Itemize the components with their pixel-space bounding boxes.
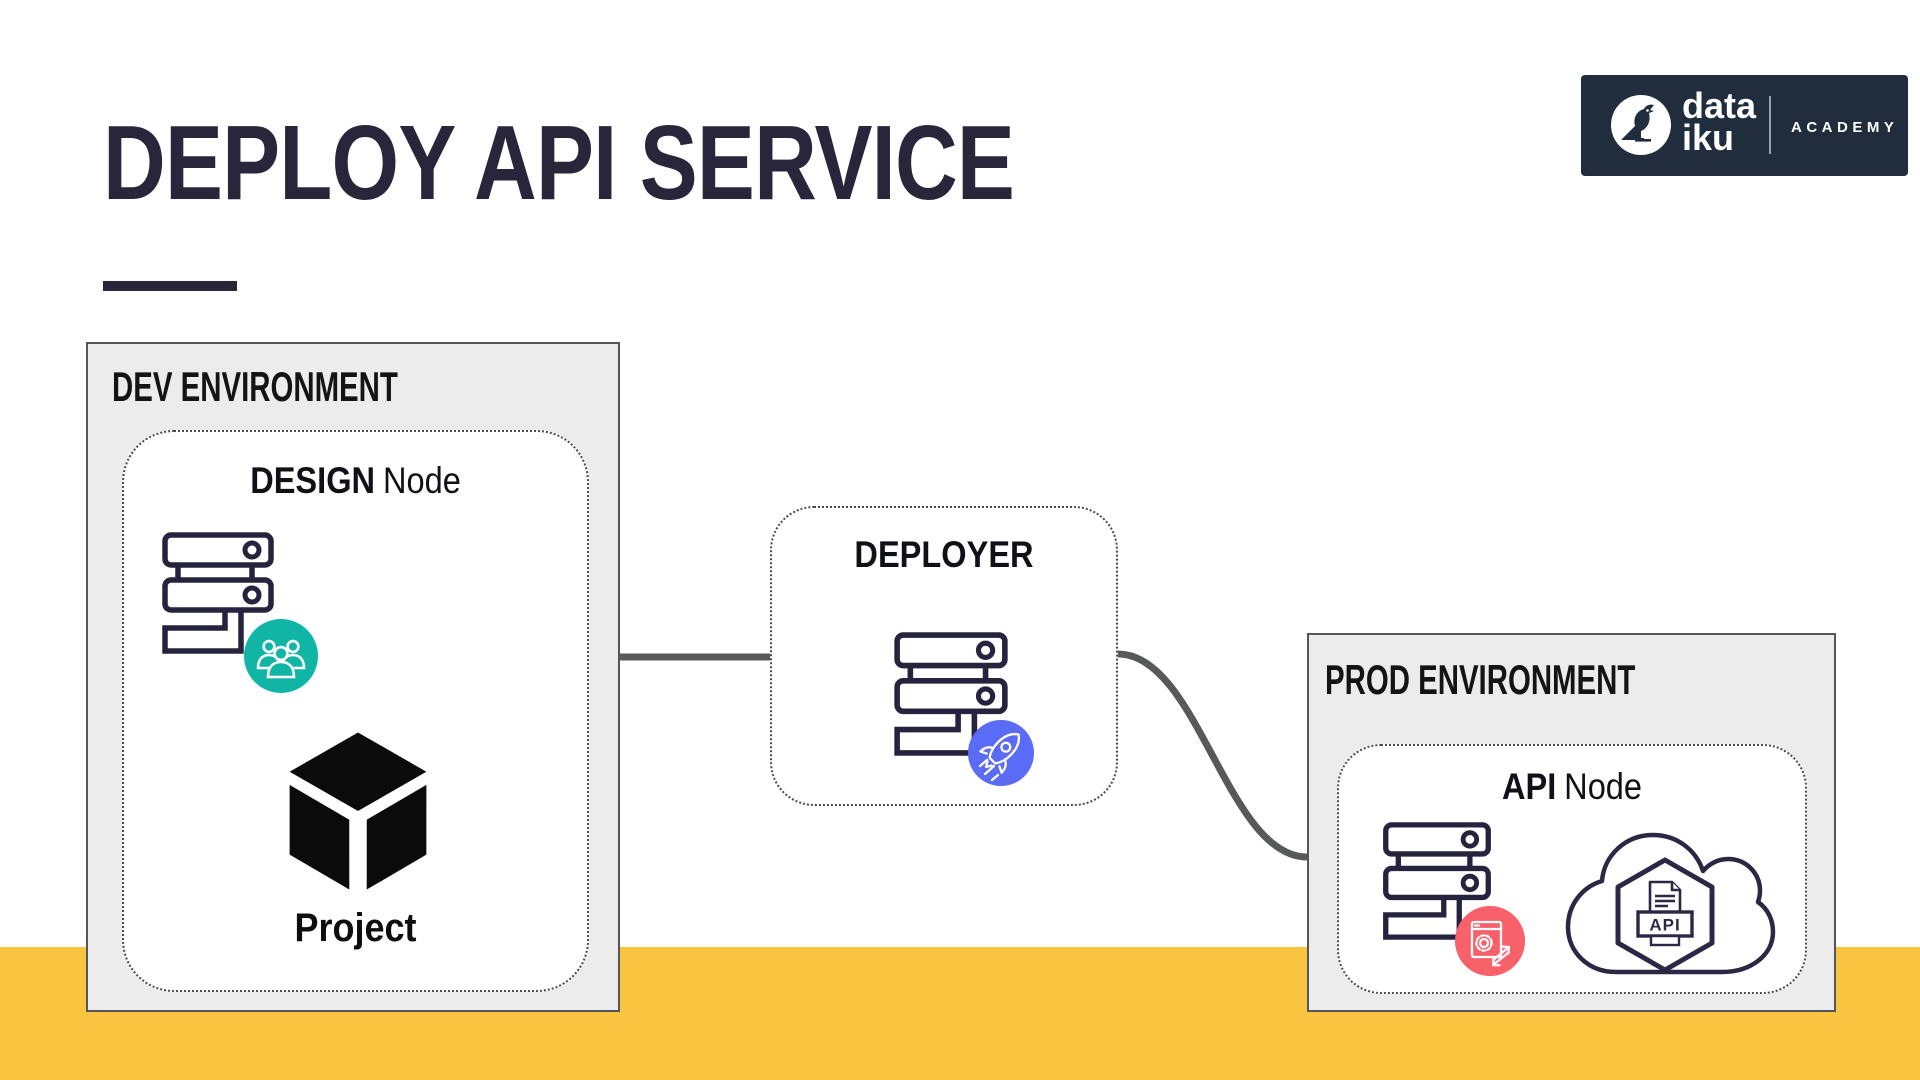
project-label: Project (294, 906, 417, 950)
design-node-title-bold: DESIGN (250, 460, 376, 501)
cloud-api-document-icon: API (1565, 832, 1776, 975)
logo-divider (1769, 96, 1771, 154)
logo-brand-line1: data (1682, 85, 1757, 126)
dataiku-bird-icon (1611, 95, 1671, 155)
page-title: DEPLOY API SERVICE (103, 104, 1015, 222)
api-node-title-bold: API (1501, 766, 1557, 807)
logo-academy-label: ACADEMY (1791, 119, 1899, 136)
title-underline (103, 281, 237, 291)
logo-brand-line2: iku (1682, 117, 1735, 158)
cloud-api-label: API (1649, 916, 1680, 935)
server-icon (162, 532, 274, 654)
app-sync-gear-icon (1455, 906, 1525, 976)
dev-environment-label: DEV ENVIRONMENT (112, 363, 398, 410)
deployer-card: DEPLOYER (770, 506, 1118, 806)
logo-brand-text: data iku (1682, 85, 1757, 158)
package-cube-icon (289, 732, 427, 890)
rocket-icon (968, 720, 1034, 786)
users-group-icon (244, 619, 318, 693)
api-node-title-rest: Node (1564, 766, 1643, 807)
deployer-title: DEPLOYER (854, 534, 1034, 575)
design-node-title-rest: Node (382, 460, 461, 501)
prod-environment-label: PROD ENVIRONMENT (1325, 656, 1636, 703)
connector-deployer-to-prod (1114, 650, 1311, 861)
dataiku-academy-logo: data iku ACADEMY (1581, 75, 1908, 176)
